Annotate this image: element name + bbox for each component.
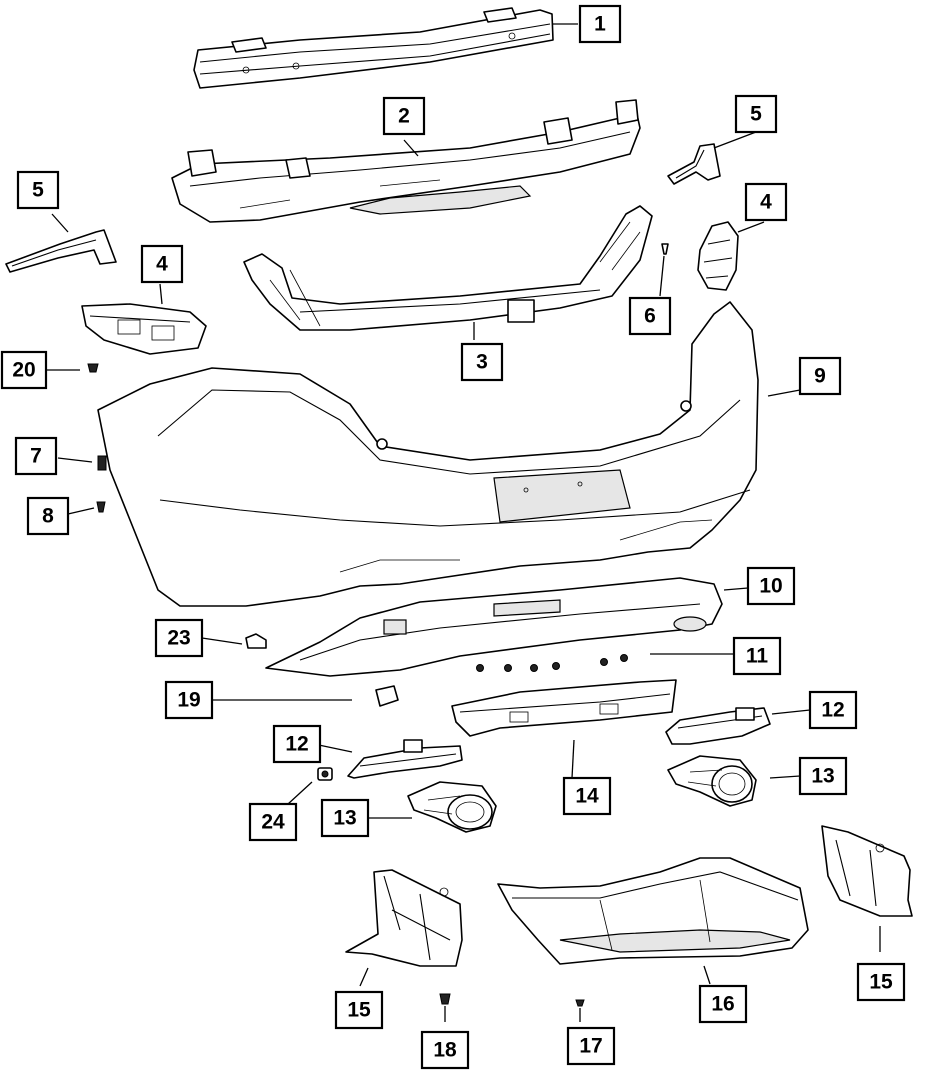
callout-13-right: 13 — [798, 756, 848, 796]
callout-10: 10 — [746, 566, 796, 606]
callout-label: 5 — [32, 179, 44, 202]
callout-20: 20 — [0, 350, 48, 390]
part-clip-23 — [245, 633, 267, 649]
callout-5-right: 5 — [734, 94, 778, 134]
callout-3: 3 — [460, 342, 504, 382]
callout-label: 13 — [811, 765, 834, 788]
callout-label: 10 — [759, 575, 782, 598]
callout-17: 17 — [566, 1026, 616, 1066]
part-bracket-left — [5, 229, 117, 273]
callout-15-left: 15 — [334, 990, 384, 1030]
part-underbody-shield — [497, 857, 809, 965]
callout-label: 20 — [12, 359, 35, 382]
callout-label: 9 — [814, 365, 826, 388]
callout-5-left: 5 — [16, 170, 60, 210]
callout-label: 6 — [644, 305, 656, 328]
callout-label: 24 — [261, 811, 285, 834]
callout-label: 4 — [760, 191, 772, 214]
part-push-pins — [476, 654, 628, 672]
part-cap-19 — [375, 685, 399, 707]
callout-label: 12 — [285, 733, 308, 756]
callout-19: 19 — [164, 680, 214, 720]
callout-label: 18 — [433, 1039, 457, 1062]
part-pin — [661, 243, 669, 255]
callout-8: 8 — [26, 496, 70, 536]
part-exhaust-bracket-right — [665, 707, 771, 745]
callout-9: 9 — [798, 356, 842, 396]
callout-label: 3 — [476, 351, 488, 374]
callout-14: 14 — [562, 776, 612, 816]
callout-label: 8 — [42, 505, 54, 528]
part-bracket-right — [667, 143, 721, 185]
callout-label: 5 — [750, 103, 762, 126]
callout-label: 11 — [746, 645, 769, 668]
callout-1: 1 — [578, 4, 622, 44]
callout-12-right: 12 — [808, 690, 858, 730]
callout-label: 15 — [347, 999, 371, 1022]
callout-23: 23 — [154, 618, 204, 658]
callout-label: 4 — [156, 253, 168, 276]
callout-label: 2 — [398, 105, 410, 128]
part-fastener-17 — [575, 999, 585, 1007]
callout-4-right: 4 — [744, 182, 788, 222]
callout-13-left: 13 — [320, 798, 370, 838]
part-mounting-bracket-left — [81, 303, 207, 355]
callout-label: 19 — [177, 689, 200, 712]
callout-label: 15 — [869, 971, 893, 994]
callout-24: 24 — [248, 802, 298, 842]
part-reinforcement-beam — [193, 7, 554, 89]
part-bumper-fascia — [97, 301, 759, 607]
part-exhaust-tip-right — [667, 755, 757, 807]
part-exhaust-bracket-left — [347, 739, 463, 779]
callout-18: 18 — [420, 1030, 470, 1070]
callout-label: 16 — [711, 993, 734, 1016]
callout-label: 7 — [30, 445, 42, 468]
callout-11: 11 — [732, 636, 782, 676]
callout-2: 2 — [382, 96, 426, 136]
callout-label: 13 — [333, 807, 356, 830]
part-exhaust-tip-left — [407, 781, 497, 833]
callout-label: 12 — [821, 699, 844, 722]
part-splash-shield-right — [821, 825, 913, 917]
part-lower-support — [243, 205, 653, 331]
part-nut-24 — [317, 767, 333, 781]
leader-lines — [44, 23, 881, 1022]
callout-label: 23 — [167, 627, 190, 650]
part-mounting-bracket-right — [697, 221, 739, 291]
part-fastener-7 — [97, 455, 107, 471]
callout-6: 6 — [628, 296, 672, 336]
callout-label: 1 — [594, 13, 606, 36]
callout-12-left: 12 — [272, 724, 322, 764]
part-fastener-8 — [96, 501, 106, 513]
part-fastener-20 — [87, 363, 99, 373]
part-energy-absorber — [171, 99, 641, 223]
callout-label: 14 — [575, 785, 599, 808]
callout-4-left: 4 — [140, 244, 184, 284]
callout-15-right: 15 — [856, 962, 906, 1002]
callout-label: 17 — [579, 1035, 602, 1058]
callout-16: 16 — [698, 984, 748, 1024]
part-fastener-18 — [439, 993, 451, 1005]
part-center-bracket — [451, 679, 677, 737]
part-splash-shield-left — [345, 869, 463, 967]
callout-7: 7 — [14, 436, 58, 476]
part-rear-valance — [265, 577, 723, 677]
